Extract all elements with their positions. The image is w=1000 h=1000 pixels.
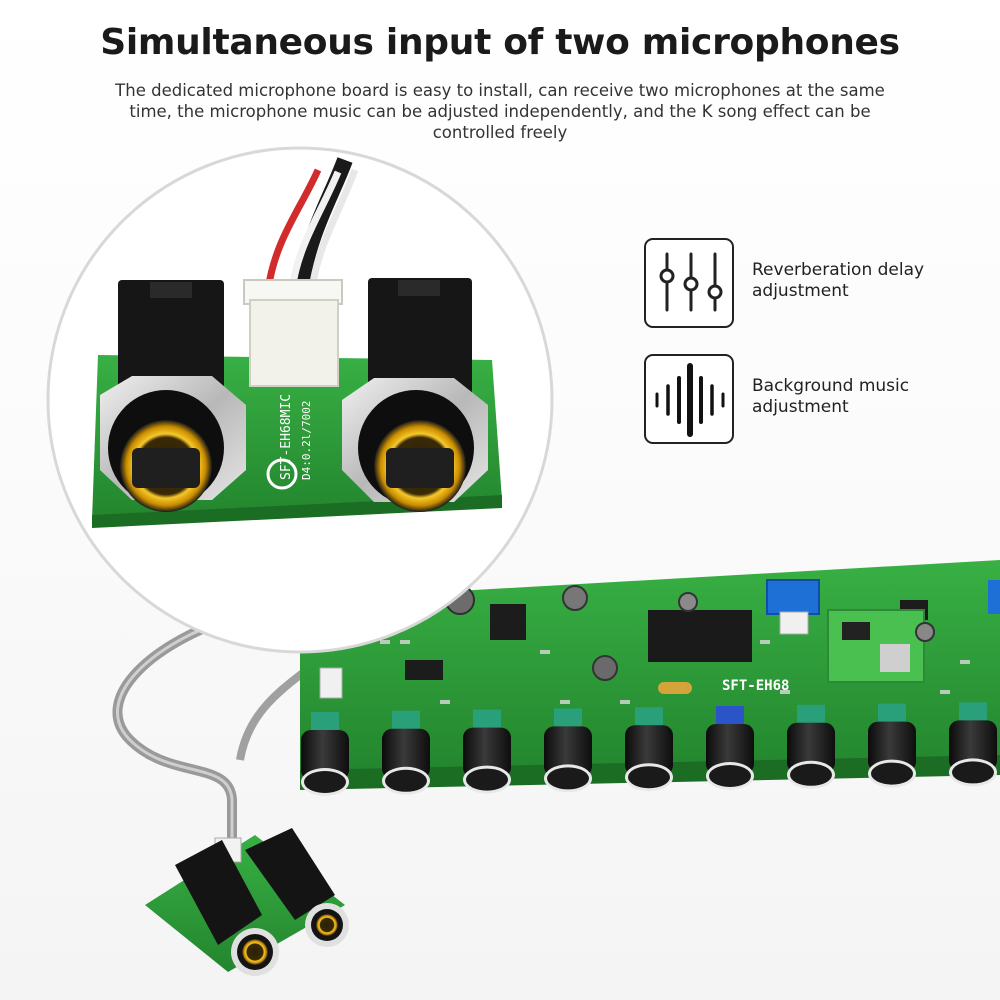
main-board-silkscreen: SFT-EH68 (722, 678, 789, 694)
feature-background-music: Background music adjustment (644, 354, 984, 444)
feature-label: Reverberation delay adjustment (752, 260, 925, 301)
page-title: Simultaneous input of two microphones (100, 22, 900, 63)
knob (787, 704, 835, 789)
knob (868, 703, 916, 788)
knob (625, 707, 673, 792)
feature-reverberation: Reverberation delay adjustment (644, 238, 984, 328)
zoomed-mic-board: SFT-EH68MIC D4:0.2l/7002 (92, 157, 502, 528)
knob (301, 712, 349, 796)
connection-cable (112, 607, 255, 865)
feature-label: Background music adjustment (752, 376, 910, 417)
knob (949, 702, 997, 787)
knob (463, 709, 511, 794)
small-mic-board (145, 828, 349, 976)
equalizer-sliders-icon (644, 238, 734, 328)
knob (706, 706, 754, 790)
sound-wave-icon (644, 354, 734, 444)
knob-row (301, 702, 997, 796)
knob (382, 710, 430, 795)
mic-board-date: D4:0.2l/7002 (300, 401, 313, 480)
mic-board-silkscreen: SFT-EH68MIC (279, 394, 294, 480)
knob (544, 708, 592, 793)
page-description: The dedicated microphone board is easy t… (115, 81, 885, 142)
